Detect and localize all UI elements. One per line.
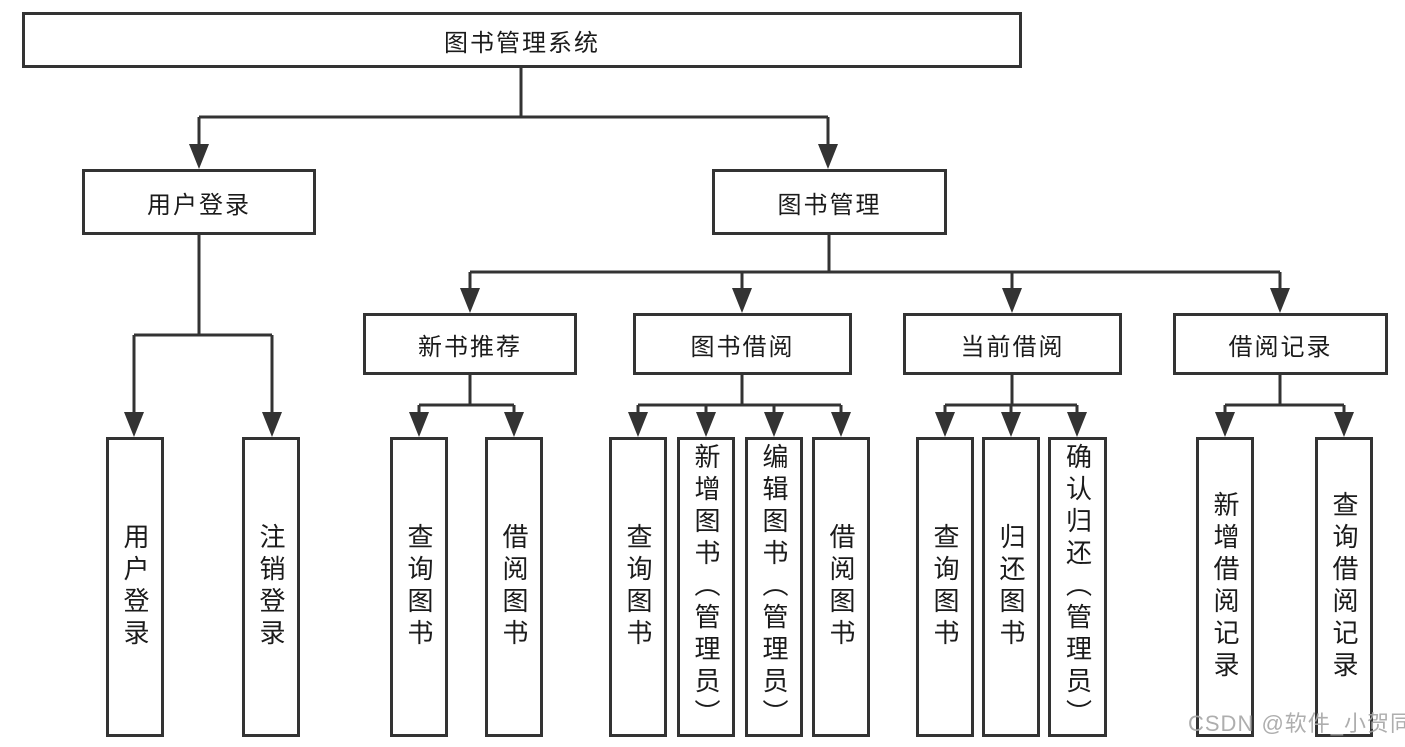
leaf-label: 归还图书	[996, 523, 1026, 651]
leaf-query-books-2: 查询图书	[609, 437, 667, 737]
node-label: 新书推荐	[418, 333, 522, 361]
leaf-borrow-books-1: 借阅图书	[485, 437, 543, 737]
leaf-edit-book-admin: 编辑图书（管理员）	[745, 437, 803, 737]
leaf-add-book-admin: 新增图书（管理员）	[677, 437, 735, 737]
leaf-label: 查询图书	[930, 523, 960, 651]
node-library-management-system: 图书管理系统	[22, 12, 1022, 68]
node-book-management: 图书管理	[712, 169, 947, 235]
leaf-label: 用户登录	[120, 523, 150, 651]
leaf-label: 注销登录	[256, 523, 286, 651]
leaf-label: 确认归还（管理员）	[1062, 443, 1093, 731]
leaf-label: 新增借阅记录	[1210, 491, 1240, 683]
leaf-label: 借阅图书	[826, 523, 856, 651]
node-book-borrow: 图书借阅	[633, 313, 852, 375]
leaf-borrow-books-2: 借阅图书	[812, 437, 870, 737]
leaf-label: 查询图书	[404, 523, 434, 651]
leaf-label: 查询借阅记录	[1329, 491, 1359, 683]
leaf-query-books-3: 查询图书	[916, 437, 974, 737]
node-label: 图书管理	[777, 191, 882, 219]
node-new-book-recommend: 新书推荐	[363, 313, 577, 375]
leaf-add-borrow-record: 新增借阅记录	[1196, 437, 1254, 737]
leaf-label: 查询图书	[623, 523, 653, 651]
node-label: 借阅记录	[1228, 333, 1333, 361]
leaf-query-books-1: 查询图书	[390, 437, 448, 737]
leaf-label: 编辑图书（管理员）	[759, 443, 789, 731]
node-current-borrow: 当前借阅	[903, 313, 1122, 375]
leaf-logout: 注销登录	[242, 437, 300, 737]
node-user-login: 用户登录	[82, 169, 316, 235]
leaf-return-books: 归还图书	[982, 437, 1040, 737]
node-label: 用户登录	[147, 191, 251, 219]
watermark: CSDN @软件_小贺同学	[1188, 711, 1405, 736]
leaf-confirm-return-admin: 确认归还（管理员）	[1048, 437, 1107, 737]
leaf-label: 新增图书（管理员）	[691, 443, 721, 731]
node-label: 图书借阅	[690, 333, 795, 361]
leaf-user-login: 用户登录	[106, 437, 164, 737]
node-label: 图书管理系统	[444, 29, 600, 57]
leaf-label: 借阅图书	[499, 523, 529, 651]
node-borrow-records: 借阅记录	[1173, 313, 1388, 375]
node-label: 当前借阅	[960, 333, 1065, 361]
leaf-query-borrow-record: 查询借阅记录	[1315, 437, 1373, 737]
